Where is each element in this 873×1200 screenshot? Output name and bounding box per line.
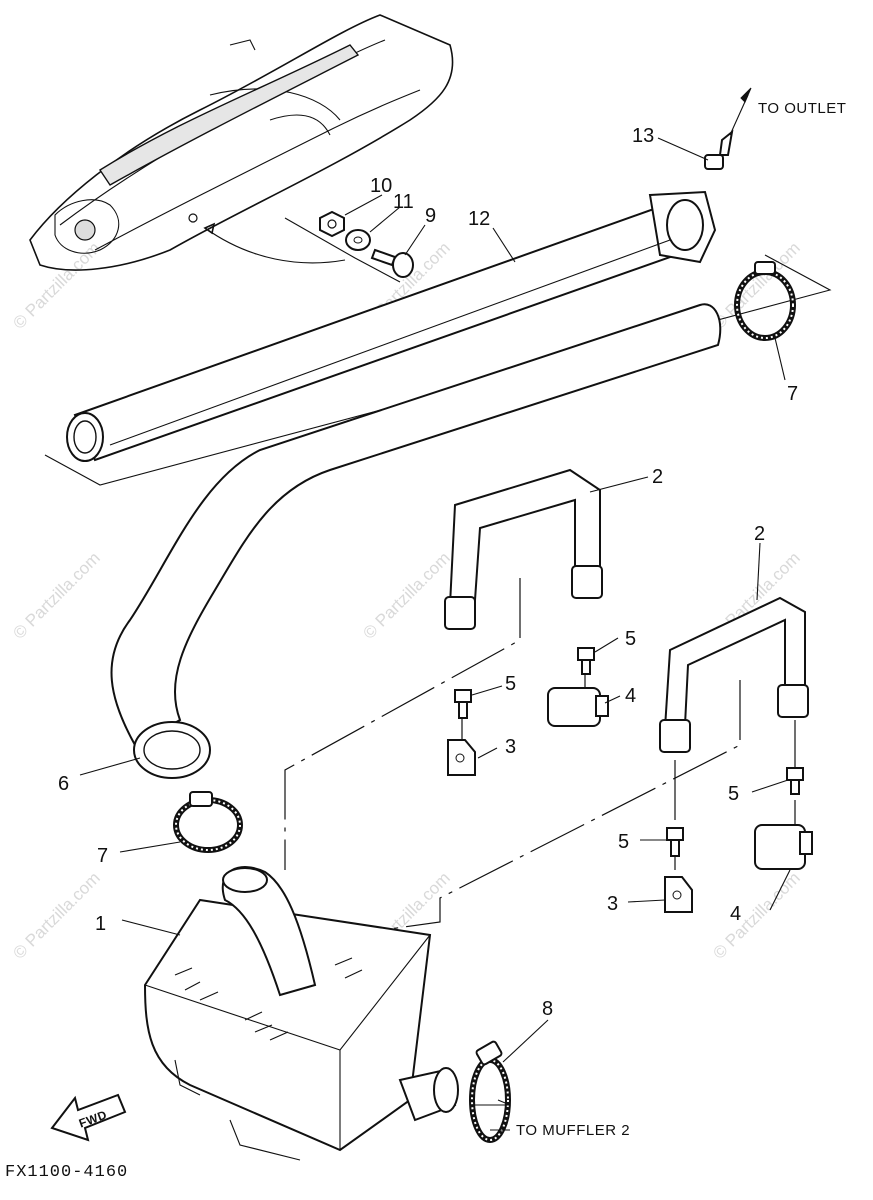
part-label-6: 6 — [58, 773, 69, 795]
pipe-12 — [66, 190, 717, 462]
watermark: © Partzilla.com — [359, 548, 453, 642]
hose-6 — [110, 303, 722, 779]
leader-lines — [79, 137, 791, 1063]
part-label-13: 13 — [632, 125, 654, 147]
part-label-3: 3 — [505, 736, 516, 758]
part-label-1: 1 — [95, 913, 106, 935]
watermark: © Partzilla.com — [9, 548, 103, 642]
watermark: © Partzilla.com — [9, 868, 103, 962]
watermark: © Partzilla.com — [709, 868, 803, 962]
assembly-line — [284, 578, 521, 870]
damper-4b — [754, 824, 813, 870]
washer-11 — [345, 229, 371, 251]
part-label-5: 5 — [505, 673, 516, 695]
bolt-5c — [786, 767, 804, 795]
part-label-3: 3 — [607, 893, 618, 915]
outlet-arrow-icon — [729, 87, 752, 136]
to-muffler-callout: TO MUFFLER 2 — [516, 1122, 630, 1139]
clip-3b — [664, 876, 693, 913]
muffler-1 — [143, 866, 459, 1161]
part-label-7: 7 — [97, 845, 108, 867]
nut-10 — [319, 210, 345, 238]
part-label-5: 5 — [728, 783, 739, 805]
part-label-11: 11 — [393, 191, 414, 213]
clamp-7-upper — [734, 261, 796, 341]
part-label-7: 7 — [787, 383, 798, 405]
strap-2-right — [659, 596, 809, 753]
part-label-8: 8 — [542, 998, 553, 1020]
part-label-9: 9 — [425, 205, 436, 227]
part-label-10: 10 — [370, 175, 392, 197]
part-label-5: 5 — [618, 831, 629, 853]
clip-3a — [447, 739, 476, 776]
part-label-2: 2 — [652, 466, 663, 488]
clamp-8 — [469, 1040, 511, 1143]
fitting-13 — [704, 129, 734, 170]
part-label-2: 2 — [754, 523, 765, 545]
muffler-arrow-icon — [475, 1099, 511, 1131]
drawing-code: FX1100-4160 — [5, 1163, 128, 1182]
assembly-line — [309, 680, 741, 941]
strap-2-left — [444, 468, 603, 630]
clamp-7-lower — [173, 791, 243, 853]
damper-4a — [547, 687, 609, 727]
part-label-4: 4 — [625, 685, 636, 707]
bolt-5b — [454, 689, 472, 719]
bracket-plane — [284, 217, 401, 283]
bolt-9 — [370, 248, 414, 278]
fwd-arrow-icon: FWD — [50, 1093, 127, 1142]
watercraft-hull-illustration — [29, 14, 454, 271]
to-outlet-callout: TO OUTLET — [758, 100, 846, 117]
bolt-5a — [577, 647, 595, 675]
part-label-4: 4 — [730, 903, 741, 925]
part-label-12: 12 — [468, 208, 490, 230]
bolt-5d — [666, 827, 684, 857]
part-label-5: 5 — [625, 628, 636, 650]
